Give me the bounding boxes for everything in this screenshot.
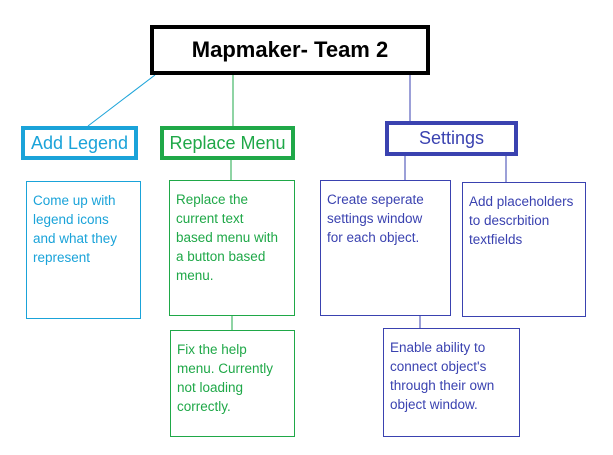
settings-note-placeholders: Add placeholders to descrbition textfiel… bbox=[462, 182, 586, 317]
settings-note-window: Create seperate settings window for each… bbox=[320, 180, 451, 316]
settings-note-connect: Enable ability to connect object's throu… bbox=[383, 328, 520, 437]
add-legend-header: Add Legend bbox=[21, 126, 138, 160]
connector-title-legend bbox=[87, 74, 156, 127]
diagram-title: Mapmaker- Team 2 bbox=[150, 25, 430, 75]
legend-note: Come up with legend icons and what they … bbox=[26, 181, 141, 319]
add-legend-label: Add Legend bbox=[30, 132, 129, 153]
menu-note-help: Fix the help menu. Currently not loading… bbox=[170, 330, 295, 437]
menu-note-replace: Replace the current text based menu with… bbox=[169, 180, 295, 316]
replace-menu-header: Replace Menu bbox=[160, 126, 295, 160]
settings-label: Settings bbox=[418, 128, 485, 148]
settings-header: Settings bbox=[385, 121, 518, 156]
replace-menu-label: Replace Menu bbox=[169, 132, 286, 153]
